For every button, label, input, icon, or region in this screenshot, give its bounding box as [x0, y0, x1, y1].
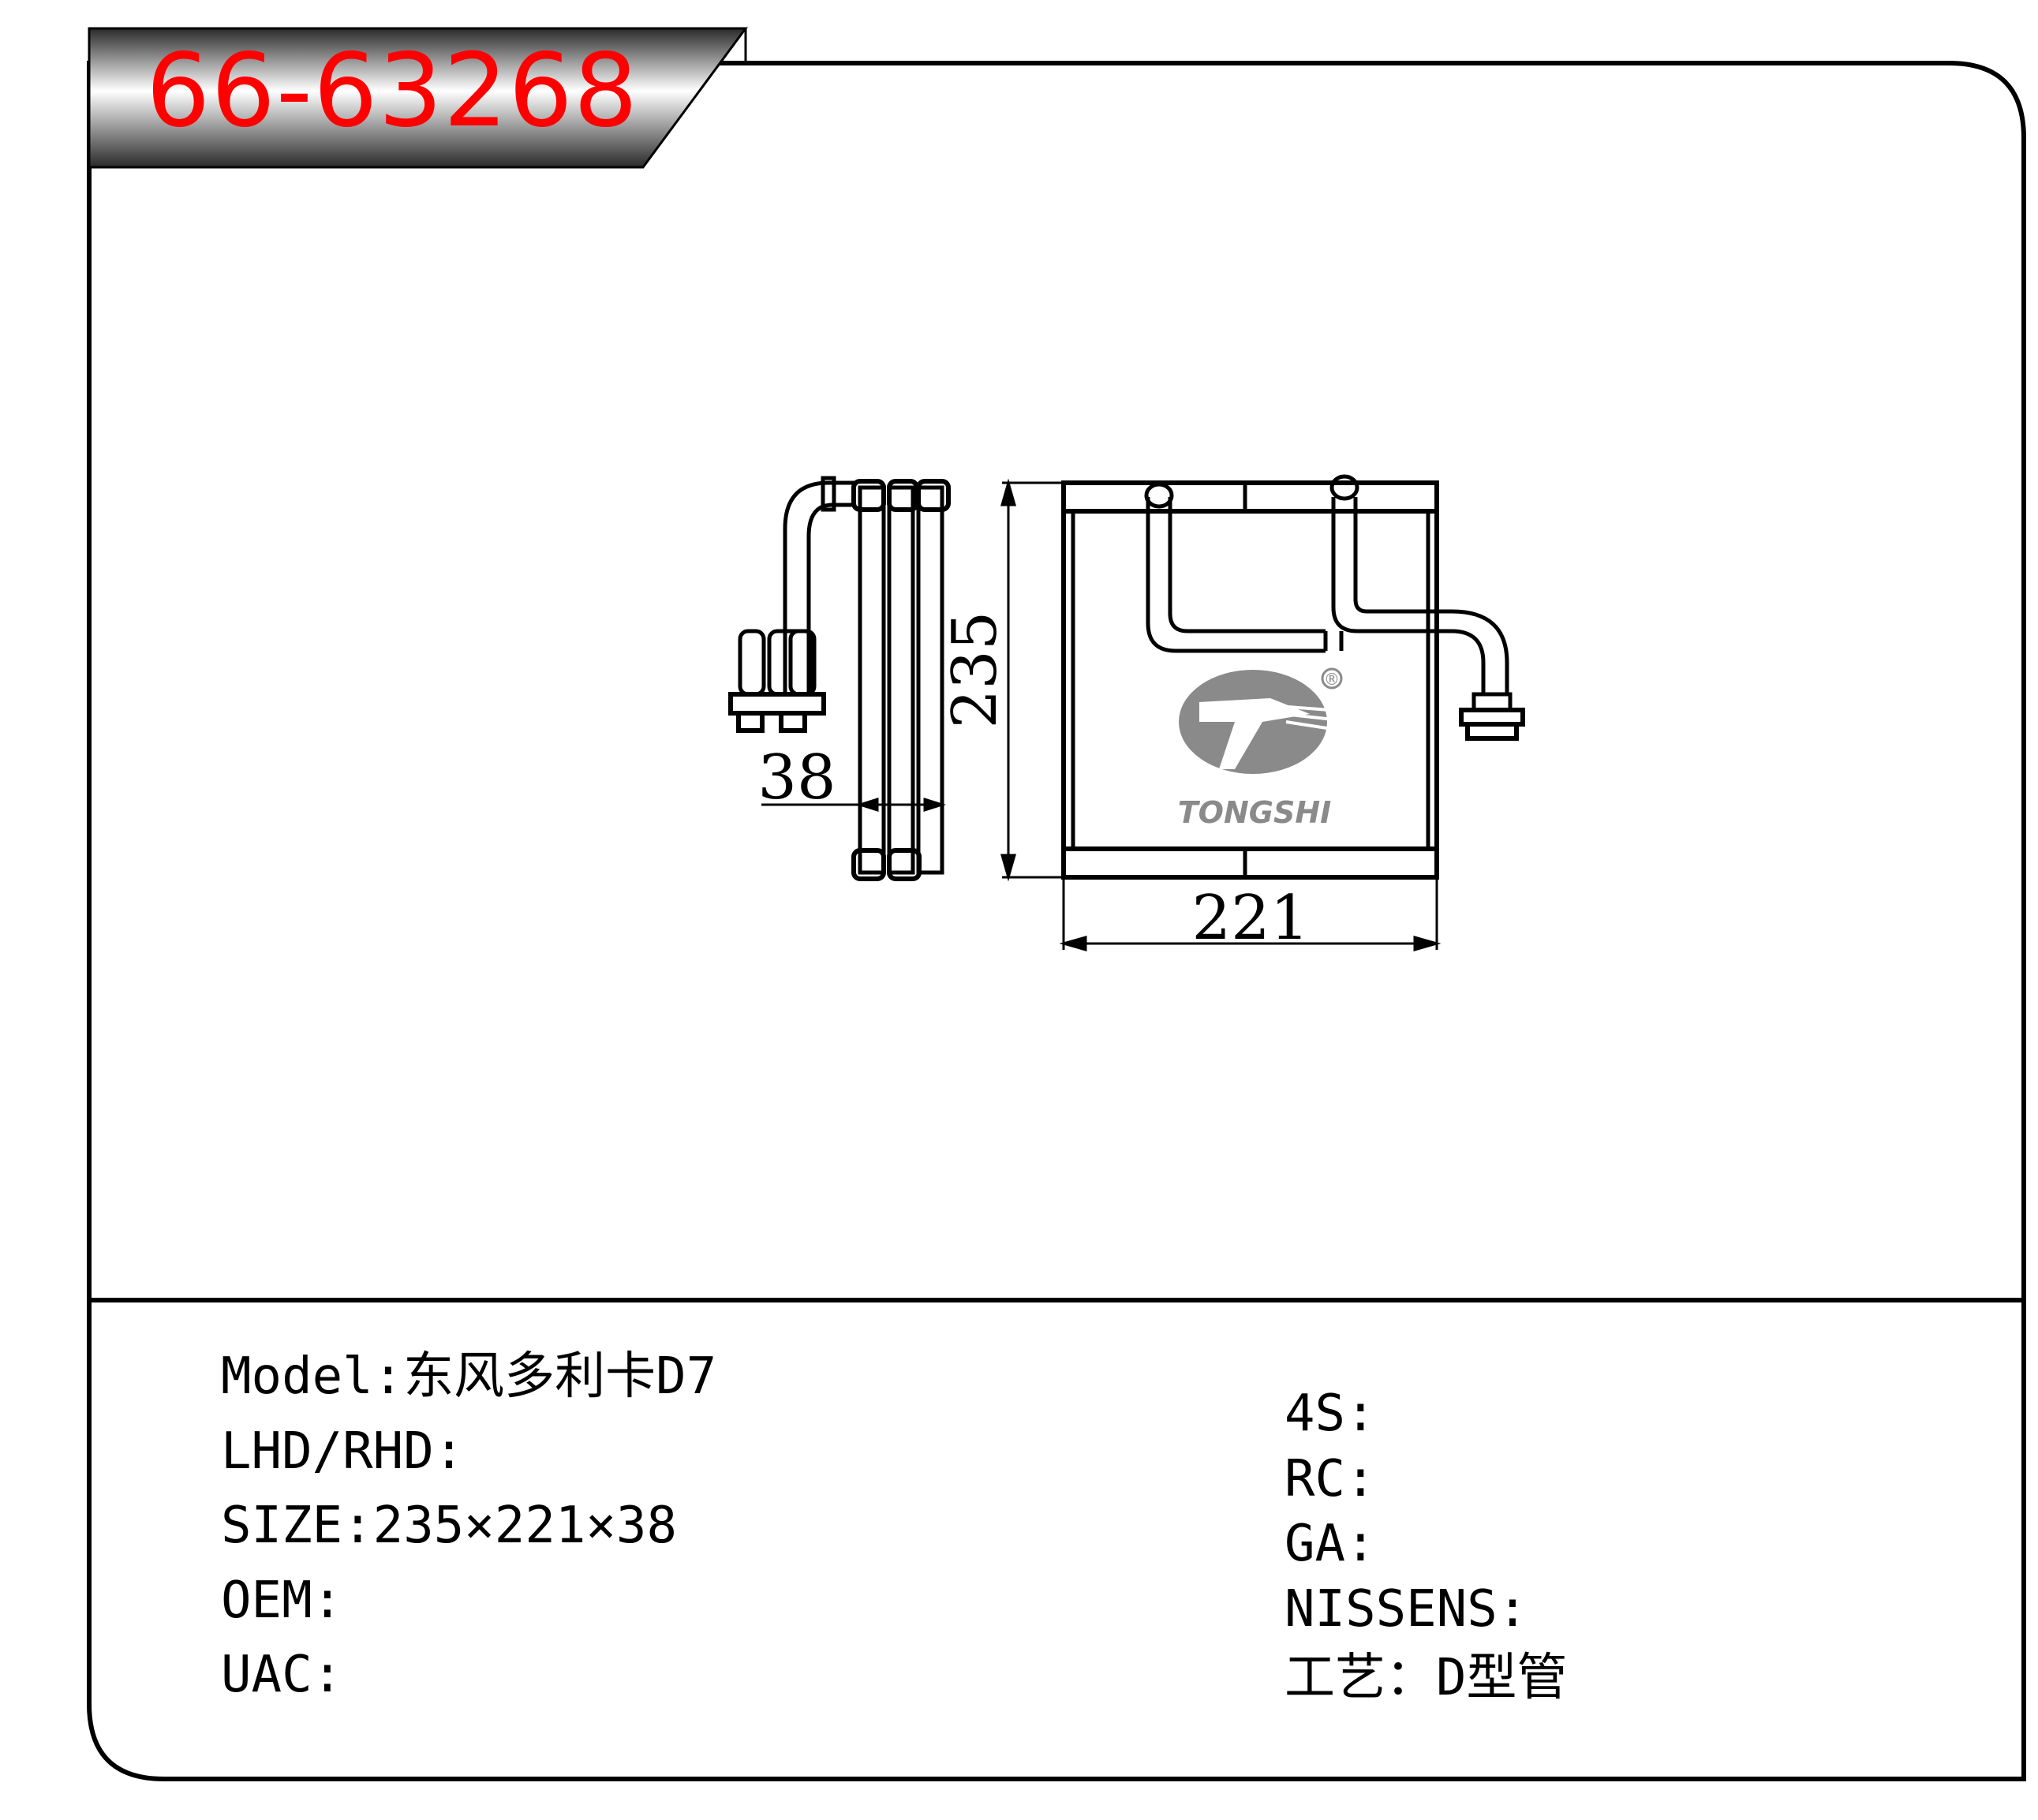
spec-4s: 4S: [1285, 1388, 1376, 1439]
spec-label: RC [1285, 1450, 1346, 1508]
spec-separator: : [312, 1571, 343, 1630]
dim-depth-label: 38 [757, 742, 836, 813]
spec-separator: : [312, 1646, 343, 1704]
spec-label: OEM [221, 1571, 312, 1630]
spec-label: SIZE [221, 1497, 343, 1555]
spec-label: 工艺 [1285, 1649, 1385, 1707]
spec-separator: : [1497, 1580, 1528, 1639]
spec-label: 4S [1285, 1385, 1346, 1443]
dim-width-label: 221 [1192, 883, 1310, 954]
spec-separator: : [1345, 1515, 1376, 1573]
logo-text: TONGSHI [1178, 795, 1332, 830]
front-view [1061, 474, 1525, 880]
spec-label: LHD/RHD [221, 1422, 434, 1481]
side-view [728, 476, 951, 881]
spec-label: Model [221, 1347, 373, 1406]
spec-value: 东风多利卡D7 [403, 1347, 717, 1406]
spec-separator: : [433, 1422, 465, 1481]
spec-separator: : [342, 1497, 373, 1555]
spec-uac: UAC: [221, 1650, 342, 1700]
spec-separator: : [372, 1347, 404, 1406]
registered-mark: ® [1324, 670, 1340, 689]
spec-ga: GA: [1285, 1519, 1376, 1569]
spec-size: SIZE:235×221×38 [221, 1500, 677, 1551]
spec-model: Model:东风多利卡D7 [221, 1351, 716, 1402]
dim-height-label: 235 [940, 611, 1011, 729]
title-tab [88, 27, 748, 169]
spec-label: GA [1285, 1515, 1346, 1573]
spec-separator: : [1345, 1385, 1376, 1443]
spec-rc: RC: [1285, 1454, 1376, 1504]
tongshi-logo: TONGSHI ® [1178, 667, 1343, 830]
part-number-title: 66-63268 [146, 32, 639, 150]
spec-value: D型管 [1436, 1649, 1568, 1707]
spec-oem: OEM: [221, 1575, 342, 1626]
spec-nissens: NISSENS: [1285, 1584, 1528, 1635]
spec-label: NISSENS [1285, 1580, 1498, 1639]
spec-value: 235×221×38 [372, 1497, 677, 1555]
spec-label: UAC [221, 1646, 312, 1704]
spec-lhd-rhd: LHD/RHD: [221, 1426, 464, 1477]
spec-process: 工艺：D型管 [1285, 1653, 1568, 1703]
spec-separator: ： [1385, 1649, 1436, 1707]
outer-border [87, 61, 2026, 1781]
spec-separator: : [1345, 1450, 1376, 1508]
